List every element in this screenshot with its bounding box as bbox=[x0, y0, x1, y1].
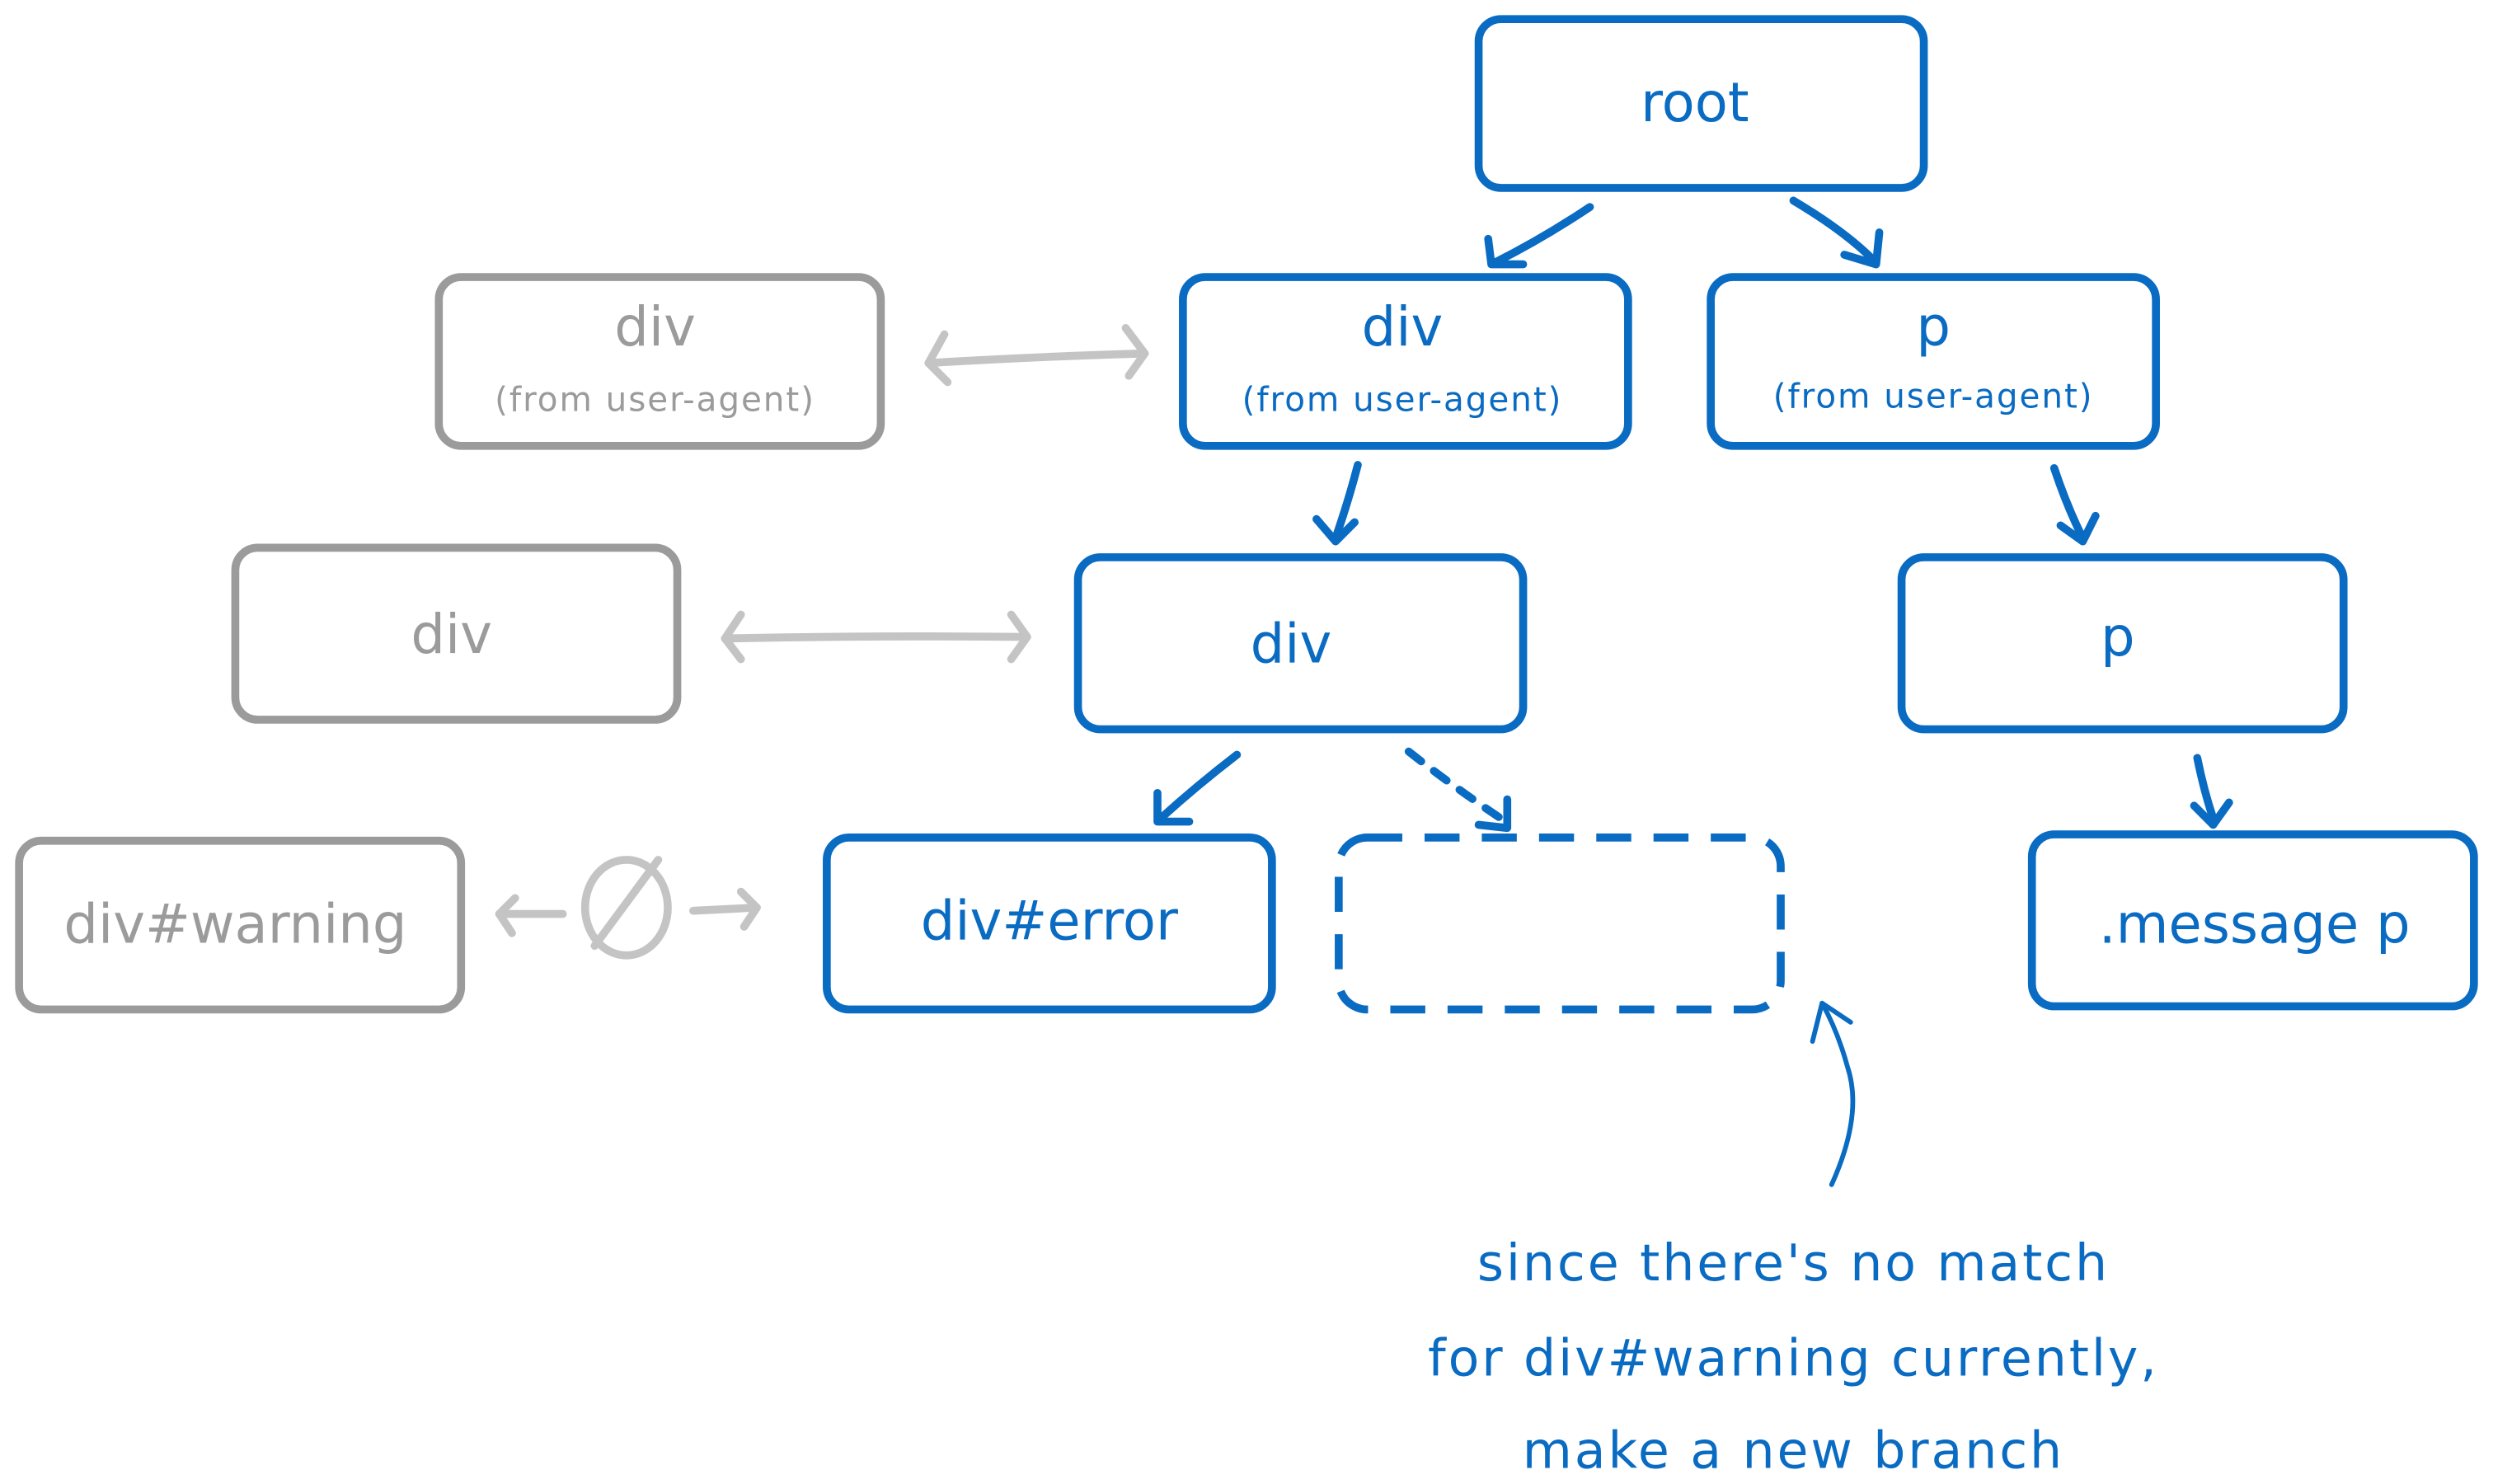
arrowhead-icon bbox=[1474, 795, 1512, 833]
compare-div bbox=[721, 610, 1031, 664]
rule-div: div bbox=[231, 543, 682, 724]
arrowhead-left-icon bbox=[495, 894, 519, 937]
edge-p-user-agent-to-p bbox=[2049, 463, 2100, 546]
node-root-box bbox=[1474, 15, 1928, 192]
new-branch-dashed-box bbox=[1335, 834, 1785, 1014]
rule-div-user-agent: div (from user-agent) bbox=[434, 273, 885, 450]
annotation-line-1: since there's no match bbox=[1477, 1233, 2110, 1293]
edge-line bbox=[1331, 461, 1362, 542]
rule-div-user-agent-sublabel: (from user-agent) bbox=[495, 379, 815, 419]
node-div-user-agent: div (from user-agent) bbox=[1179, 273, 1632, 450]
node-p-user-agent-box bbox=[1707, 273, 2160, 450]
node-new-branch-placeholder bbox=[1335, 834, 1785, 1014]
node-message-p: .message p bbox=[2027, 830, 2478, 1011]
rule-div-user-agent-label: div bbox=[614, 296, 696, 359]
edge-dashed-line bbox=[1404, 747, 1505, 823]
arrowhead-icon bbox=[1153, 788, 1194, 826]
edge-root-to-p-user-agent bbox=[1789, 196, 1884, 269]
empty-set-slash bbox=[590, 856, 663, 951]
edge-line bbox=[2049, 463, 2087, 542]
rule-div-warning-box bbox=[15, 836, 466, 1014]
edge-line bbox=[2193, 754, 2218, 823]
arrowhead-right-icon bbox=[1007, 610, 1031, 664]
compare-div-warning-no-match bbox=[495, 856, 761, 960]
arrowhead-icon bbox=[2056, 511, 2100, 546]
node-p-user-agent: p (from user-agent) bbox=[1707, 273, 2160, 450]
edge-line bbox=[1789, 196, 1877, 264]
edge-line bbox=[1157, 750, 1242, 823]
arrowhead-left-icon bbox=[924, 330, 952, 387]
double-arrow-line bbox=[721, 632, 1031, 643]
edge-p-to-message-p bbox=[2190, 754, 2233, 829]
empty-set-icon bbox=[580, 856, 672, 960]
annotation-arrowhead-icon bbox=[1810, 1000, 1853, 1044]
rule-div-user-agent-box bbox=[434, 273, 885, 450]
double-arrow-line bbox=[924, 349, 1149, 368]
arrowhead-icon bbox=[1840, 228, 1884, 269]
edge-div-to-div-error bbox=[1153, 750, 1242, 826]
edge-div-user-agent-to-div bbox=[1312, 461, 1362, 546]
node-root: root bbox=[1474, 15, 1928, 192]
compare-div-user-agent bbox=[924, 324, 1149, 387]
node-p-user-agent-sublabel: (from user-agent) bbox=[1773, 376, 2094, 416]
edge-div-to-new-branch bbox=[1404, 747, 1512, 833]
arrowhead-right-icon bbox=[736, 887, 761, 931]
node-root-label: root bbox=[1641, 72, 1749, 134]
node-p-user-agent-label: p bbox=[1916, 296, 1951, 359]
node-div-user-agent-sublabel: (from user-agent) bbox=[1242, 379, 1563, 419]
node-message-p-box bbox=[2027, 830, 2478, 1011]
rule-div-warning-label: div#warning bbox=[63, 893, 406, 956]
annotation-line-2: for div#warning currently, bbox=[1428, 1329, 2159, 1388]
node-div-error-label: div#error bbox=[921, 890, 1178, 952]
node-p-box bbox=[1897, 553, 2348, 734]
node-div-error: div#error bbox=[823, 834, 1276, 1014]
node-div-user-agent-box bbox=[1179, 273, 1632, 450]
node-div-box bbox=[1073, 553, 1528, 734]
node-message-p-label: .message p bbox=[2099, 893, 2411, 956]
arrowhead-icon bbox=[1312, 514, 1359, 546]
arrow-right-line bbox=[689, 904, 761, 915]
arrowhead-icon bbox=[2190, 798, 2233, 829]
node-p: p bbox=[1897, 553, 2348, 734]
annotation: since there's no match for div#warning c… bbox=[1428, 1000, 2159, 1481]
edge-line bbox=[1491, 203, 1594, 267]
node-div-error-box bbox=[823, 834, 1276, 1014]
node-div: div bbox=[1073, 553, 1528, 734]
rule-div-warning: div#warning bbox=[15, 836, 466, 1014]
arrowhead-left-icon bbox=[721, 610, 745, 664]
node-p-label: p bbox=[2101, 607, 2135, 669]
node-div-label: div bbox=[1251, 613, 1332, 675]
node-div-user-agent-label: div bbox=[1362, 296, 1444, 359]
rule-div-box bbox=[231, 543, 682, 724]
annotation-pointer-line bbox=[1819, 1000, 1856, 1187]
annotation-line-3: make a new branch bbox=[1523, 1421, 2064, 1481]
rule-div-label: div bbox=[411, 603, 492, 666]
arrowhead-right-icon bbox=[1121, 324, 1149, 380]
arrowhead-icon bbox=[1484, 234, 1528, 269]
edge-root-to-div-user-agent bbox=[1484, 203, 1594, 269]
